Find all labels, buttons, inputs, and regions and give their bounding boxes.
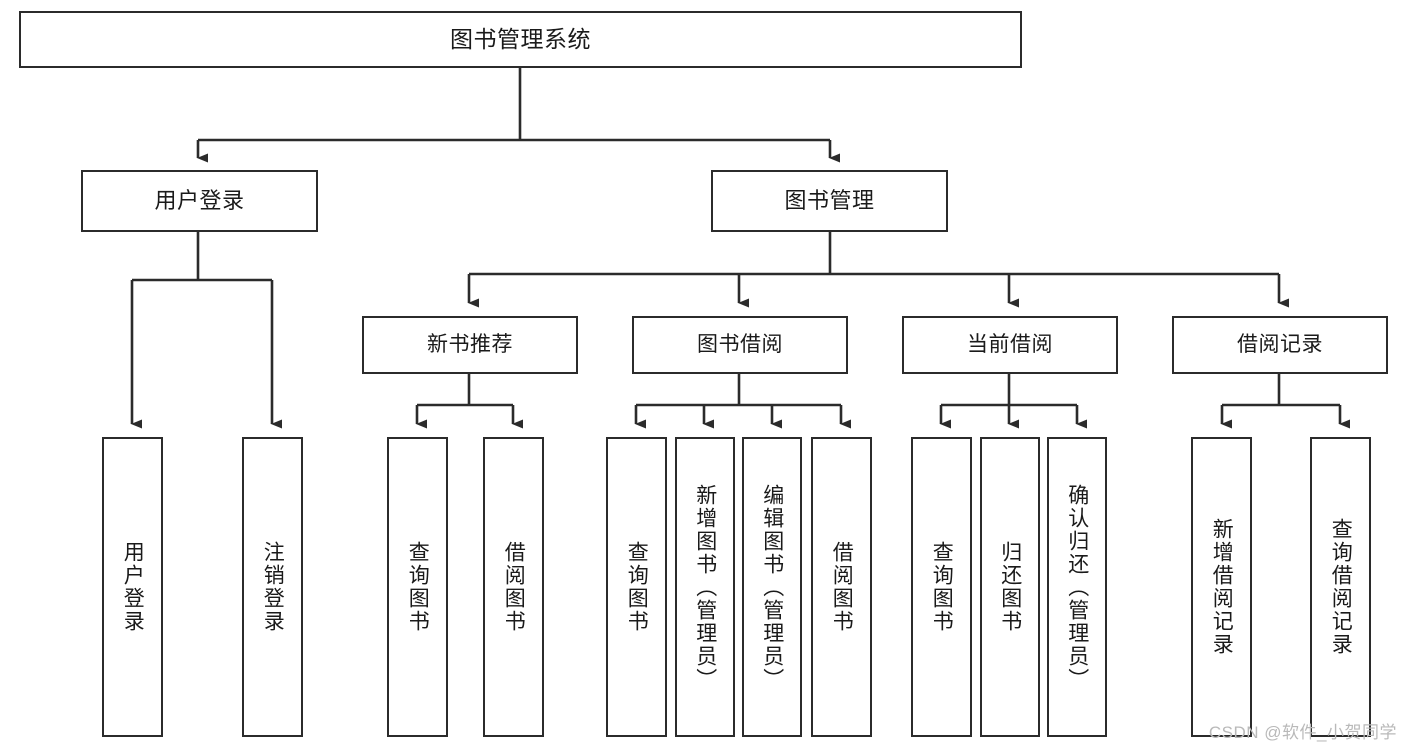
leaf-add-book-label: 新增图书（管理员） [693, 483, 717, 691]
leaf-borrow-book-2-label: 借阅图书 [830, 541, 854, 633]
node-book-borrow[interactable]: 图书借阅 [632, 316, 848, 374]
leaf-add-record-label: 新增借阅记录 [1210, 518, 1234, 656]
leaf-query-record[interactable]: 查询借阅记录 [1310, 437, 1371, 737]
node-root[interactable]: 图书管理系统 [19, 11, 1022, 68]
leaf-edit-book-label: 编辑图书（管理员） [760, 483, 784, 691]
leaf-query-book-3[interactable]: 查询图书 [911, 437, 972, 737]
leaf-borrow-book-1-label: 借阅图书 [502, 541, 526, 633]
leaf-query-book-1-label: 查询图书 [406, 541, 430, 633]
node-book-borrow-label: 图书借阅 [697, 333, 783, 357]
node-borrow-record-label: 借阅记录 [1237, 333, 1323, 357]
leaf-confirm-return[interactable]: 确认归还（管理员） [1047, 437, 1107, 737]
node-current-borrow[interactable]: 当前借阅 [902, 316, 1118, 374]
leaf-return-book-label: 归还图书 [998, 541, 1022, 633]
node-user-login-label: 用户登录 [154, 187, 245, 213]
node-book-manage-label: 图书管理 [784, 187, 875, 213]
leaf-borrow-book-2[interactable]: 借阅图书 [811, 437, 872, 737]
node-current-borrow-label: 当前借阅 [967, 333, 1053, 357]
csdn-watermark: CSDN @软件_小贺同学 [1208, 723, 1397, 742]
leaf-query-record-label: 查询借阅记录 [1329, 518, 1353, 656]
leaf-confirm-return-label: 确认归还（管理员） [1065, 483, 1089, 691]
leaf-add-book[interactable]: 新增图书（管理员） [675, 437, 735, 737]
node-user-login[interactable]: 用户登录 [81, 170, 318, 232]
leaf-borrow-book-1[interactable]: 借阅图书 [483, 437, 544, 737]
leaf-query-book-2[interactable]: 查询图书 [606, 437, 667, 737]
leaf-query-book-3-label: 查询图书 [930, 541, 954, 633]
leaf-query-book-1[interactable]: 查询图书 [387, 437, 448, 737]
leaf-user-login[interactable]: 用户登录 [102, 437, 163, 737]
leaf-user-login-label: 用户登录 [121, 541, 145, 633]
leaf-add-record[interactable]: 新增借阅记录 [1191, 437, 1252, 737]
node-root-label: 图书管理系统 [450, 25, 591, 52]
node-new-book-recommend[interactable]: 新书推荐 [362, 316, 578, 374]
leaf-logout-login-label: 注销登录 [261, 541, 285, 633]
leaf-query-book-2-label: 查询图书 [625, 541, 649, 633]
node-new-book-recommend-label: 新书推荐 [427, 333, 513, 357]
leaf-logout-login[interactable]: 注销登录 [242, 437, 303, 737]
node-book-manage[interactable]: 图书管理 [711, 170, 948, 232]
node-borrow-record[interactable]: 借阅记录 [1172, 316, 1388, 374]
leaf-edit-book[interactable]: 编辑图书（管理员） [742, 437, 802, 737]
leaf-return-book[interactable]: 归还图书 [980, 437, 1040, 737]
